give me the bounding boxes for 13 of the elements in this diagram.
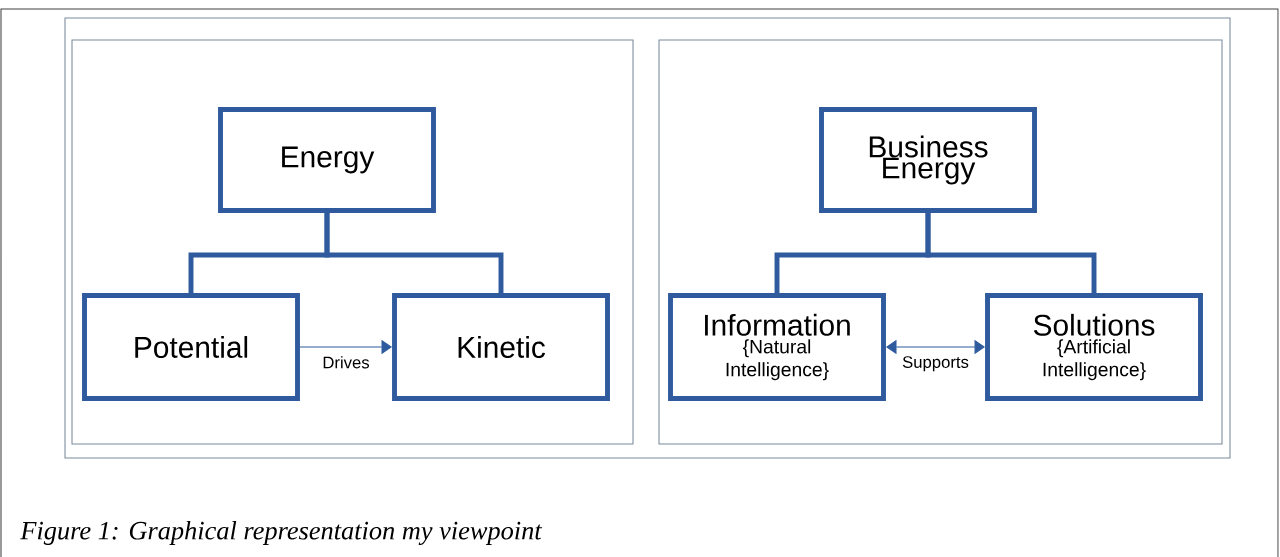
text-box: Energy [218,107,436,213]
text-box: Business Energy [819,107,1037,213]
text-box: Solutions {Artificial Intelligence} [985,293,1203,401]
text-box: Potential [82,293,300,401]
edge-label: Drives [320,354,372,371]
edge-label: Supports [900,354,971,373]
panel [658,39,1223,445]
connector [925,212,1097,294]
panel [71,39,634,445]
figure-caption: Figure 1: Graphical representation my viewpoint [20,521,543,545]
connector [324,212,504,294]
text-box: Kinetic [392,293,610,401]
text-box: Information {Natural Intelligence} [668,293,886,401]
